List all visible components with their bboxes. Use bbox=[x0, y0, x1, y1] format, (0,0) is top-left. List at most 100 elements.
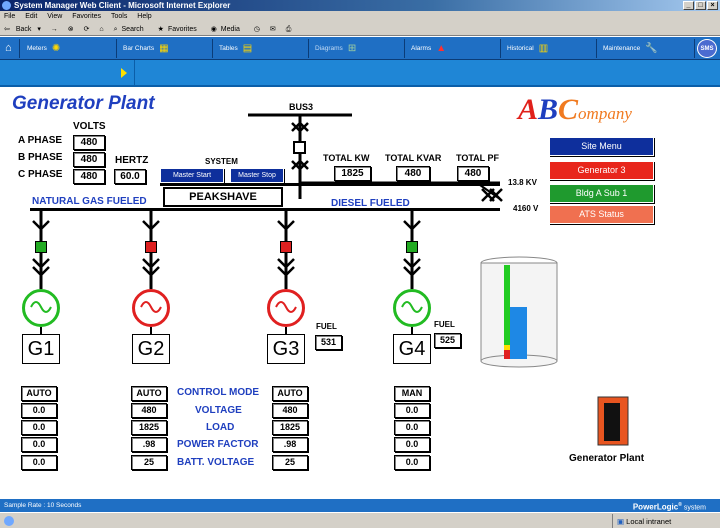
home-icon[interactable]: ⌂ bbox=[99, 26, 104, 33]
search-label: Search bbox=[121, 26, 144, 33]
total-kvar-label: TOTAL KVAR bbox=[385, 153, 442, 163]
brand-name: PowerLogic bbox=[632, 502, 679, 512]
total-kw-label: TOTAL KW bbox=[323, 153, 370, 163]
tab-diagrams-label: Diagrams bbox=[315, 45, 343, 53]
tab-alarms-label: Alarms bbox=[411, 45, 432, 53]
diagram-icon: ⊞ bbox=[347, 43, 357, 54]
brand-mark: ® bbox=[678, 502, 682, 508]
tab-historical-label: Historical bbox=[507, 45, 534, 53]
site-menu-button[interactable]: Site Menu bbox=[549, 137, 654, 156]
g1-value-load: 0.0 bbox=[21, 420, 57, 435]
close-button[interactable]: × bbox=[707, 1, 718, 10]
g4-value-power-factor: 0.0 bbox=[394, 437, 430, 452]
logo-text: ompany bbox=[578, 104, 632, 123]
menu-favorites[interactable]: Favorites bbox=[72, 13, 102, 20]
g3-label[interactable]: G3 bbox=[267, 334, 305, 364]
g4-breaker-status[interactable] bbox=[406, 241, 418, 253]
g1-value-batt-voltage: 0.0 bbox=[21, 455, 57, 470]
print-icon[interactable]: ⎙ bbox=[285, 26, 292, 33]
menu-tools[interactable]: Tools bbox=[111, 13, 128, 20]
g4-fuel-value: 525 bbox=[434, 333, 461, 348]
power-factor-label: POWER FACTOR bbox=[177, 439, 259, 450]
hertz-value: 60.0 bbox=[114, 169, 146, 184]
menu-help[interactable]: Help bbox=[137, 13, 152, 20]
bus-label: BUS3 bbox=[289, 102, 314, 112]
brand-suffix: system bbox=[681, 504, 706, 512]
g3-value-load: 1825 bbox=[272, 420, 308, 435]
maximize-button[interactable]: □ bbox=[695, 1, 706, 10]
g4-value-voltage: 0.0 bbox=[394, 403, 430, 418]
logo-letter-c: C bbox=[558, 93, 579, 126]
master-start-button[interactable]: Master Start bbox=[160, 168, 224, 183]
g2-value-power-factor: .98 bbox=[131, 437, 167, 452]
generator-3-button[interactable]: Generator 3 bbox=[549, 161, 654, 180]
master-stop-button[interactable]: Master Stop bbox=[230, 168, 284, 183]
diesel-label: DIESEL FUELED bbox=[331, 198, 410, 209]
c-phase-label: C PHASE bbox=[18, 169, 63, 180]
refresh-icon[interactable]: ⟳ bbox=[83, 26, 90, 33]
g3-fuel-value: 531 bbox=[315, 335, 342, 350]
g2-breaker-status[interactable] bbox=[145, 241, 157, 253]
tank-scale-yellow bbox=[504, 344, 510, 350]
generator-plant-icon-label[interactable]: Generator Plant bbox=[569, 453, 645, 464]
stop-icon[interactable]: ⊗ bbox=[67, 26, 74, 33]
company-logo: ABCompany bbox=[518, 93, 632, 127]
control-mode-label: CONTROL MODE bbox=[177, 387, 260, 398]
g2-value-voltage: 480 bbox=[131, 403, 167, 418]
g4-label[interactable]: G4 bbox=[393, 334, 431, 364]
home-tab-icon[interactable]: ⌂ bbox=[0, 39, 20, 58]
expand-arrow-icon[interactable] bbox=[121, 68, 127, 78]
tab-maintenance[interactable]: Maintenance 🔧 bbox=[597, 39, 695, 58]
tab-tables[interactable]: Tables▤ bbox=[213, 39, 309, 58]
g3-value-control-mode: AUTO bbox=[272, 386, 308, 401]
tab-meters[interactable]: Meters✺ bbox=[21, 39, 117, 58]
alarm-icon: ▲ bbox=[436, 43, 447, 54]
bus-breaker[interactable] bbox=[293, 141, 306, 154]
tab-bar-charts-label: Bar Charts bbox=[123, 45, 155, 53]
wrench-icon: 🔧 bbox=[645, 43, 658, 54]
tab-maintenance-label: Maintenance bbox=[603, 45, 641, 53]
g3-generator-symbol[interactable] bbox=[267, 289, 305, 327]
back-button[interactable]: ⇦ Back ▾ bbox=[4, 26, 41, 33]
minimize-button[interactable]: _ bbox=[683, 1, 694, 10]
hertz-label: HERTZ bbox=[115, 155, 149, 166]
sine-icon bbox=[140, 301, 162, 313]
total-pf-value: 480 bbox=[457, 166, 489, 181]
mail-icon[interactable]: ✉ bbox=[269, 26, 276, 33]
menu-view[interactable]: View bbox=[47, 13, 63, 20]
history-icon[interactable]: ◷ bbox=[253, 26, 260, 33]
tab-historical[interactable]: Historical▥ bbox=[501, 39, 597, 58]
ats-status-button[interactable]: ATS Status bbox=[549, 205, 654, 224]
g3-breaker-status[interactable] bbox=[280, 241, 292, 253]
back-label: Back bbox=[15, 26, 32, 33]
g1-label[interactable]: G1 bbox=[22, 334, 60, 364]
bar-chart-icon: ▦ bbox=[159, 43, 169, 54]
intranet-icon: ▣ bbox=[617, 517, 627, 526]
g2-value-control-mode: AUTO bbox=[131, 386, 167, 401]
menu-file[interactable]: File bbox=[4, 13, 16, 20]
forward-button[interactable]: → bbox=[50, 26, 58, 33]
bldg-a-sub-1-button[interactable]: Bldg A Sub 1 bbox=[549, 184, 654, 203]
menu-bar: File Edit View Favorites Tools Help bbox=[0, 11, 720, 23]
favorites-label: Favorites bbox=[167, 26, 197, 33]
search-button[interactable]: ⌕Search bbox=[110, 26, 152, 33]
sine-icon bbox=[401, 301, 423, 313]
media-button[interactable]: ◉Media bbox=[207, 26, 248, 33]
g2-label[interactable]: G2 bbox=[132, 334, 170, 364]
kv-high-label: 13.8 KV bbox=[508, 178, 537, 187]
tab-bar-charts[interactable]: Bar Charts ▦ bbox=[117, 39, 213, 58]
browser-toolbar: ⇦ Back ▾ → ⊗ ⟳ ⌂ ⌕Search ★Favorites ◉Med… bbox=[0, 23, 720, 36]
g4-generator-symbol[interactable] bbox=[393, 289, 431, 327]
g1-breaker-status[interactable] bbox=[35, 241, 47, 253]
tab-meters-label: Meters bbox=[27, 45, 47, 53]
g1-generator-symbol[interactable] bbox=[22, 289, 60, 327]
tab-alarms[interactable]: Alarms ▲ bbox=[405, 39, 501, 58]
app-status-bar: Sample Rate : 10 Seconds PowerLogic® sys… bbox=[0, 499, 720, 512]
favorites-button[interactable]: ★Favorites bbox=[154, 26, 205, 33]
window-controls: _ □ × bbox=[683, 1, 718, 10]
tab-diagrams[interactable]: Diagrams ⊞ bbox=[309, 39, 405, 58]
g2-generator-symbol[interactable] bbox=[132, 289, 170, 327]
menu-edit[interactable]: Edit bbox=[25, 13, 38, 20]
tank-scale-green bbox=[504, 265, 510, 345]
g1-value-power-factor: 0.0 bbox=[21, 437, 57, 452]
